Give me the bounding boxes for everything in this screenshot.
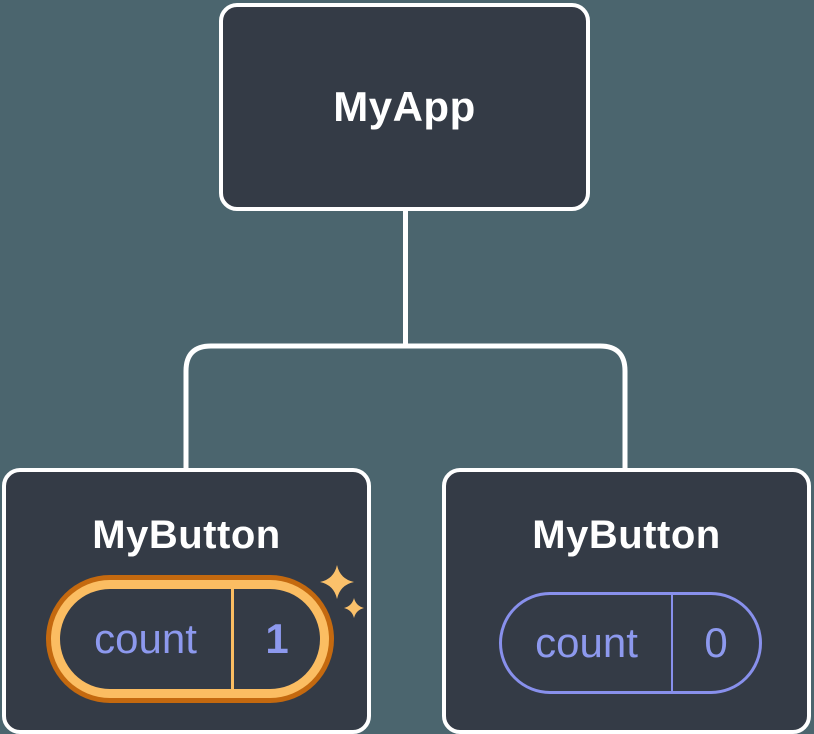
state-value-segment: 0 [673,595,759,691]
state-pill-plain: count 0 [499,592,762,694]
connector-branch [183,343,628,470]
state-pill-highlighted: count 1 [46,575,334,703]
state-name-label: count [535,619,638,666]
node-label: MyButton [92,513,281,557]
tree-node-mybutton-right: MyButton count 0 [442,468,811,734]
state-value-segment: 1 [234,589,320,689]
state-name-segment: count [502,595,673,691]
state-pill-highlight-ring: count 1 [51,580,329,698]
state-value-label: 0 [704,619,728,666]
state-name-segment: count [60,589,234,689]
tree-node-myapp: MyApp [219,3,590,211]
node-label: MyApp [333,83,476,130]
node-label: MyButton [532,513,721,557]
state-pill-body: count 1 [60,589,320,689]
tree-node-mybutton-left: MyButton count 1 [2,468,371,734]
state-value-label: 1 [265,615,289,662]
state-name-label: count [94,615,197,662]
